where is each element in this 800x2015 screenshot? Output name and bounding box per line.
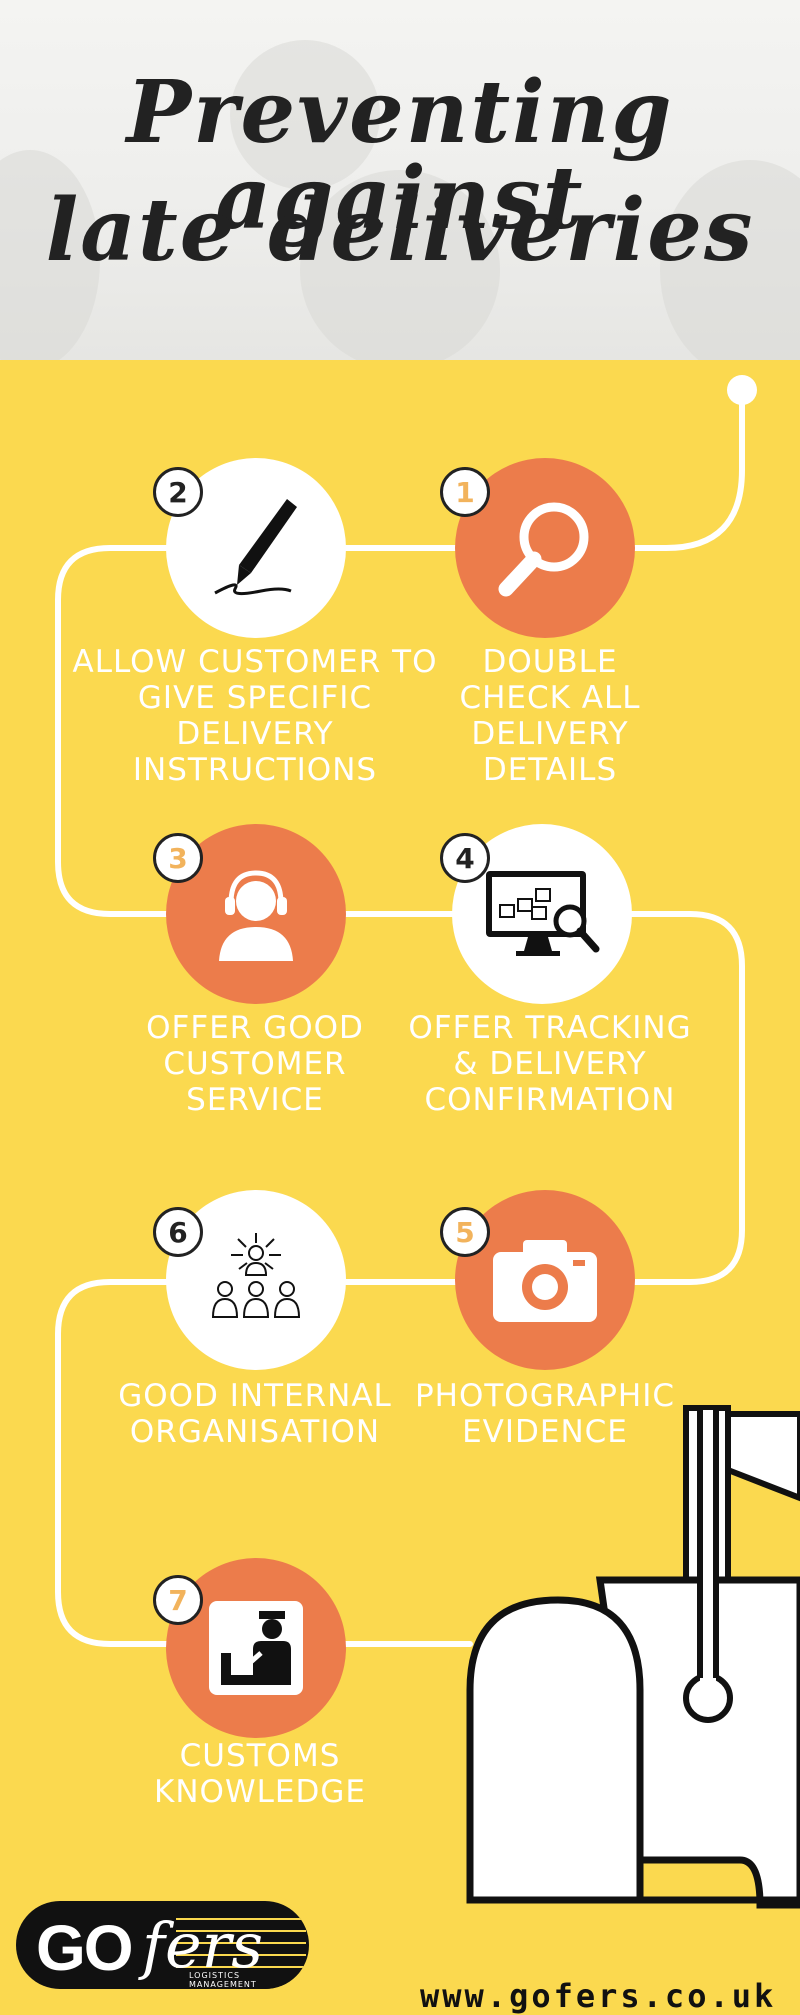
step-4-badge: 4 [440, 833, 490, 883]
title-line-2: late deliveries [45, 180, 755, 281]
header-banner: Preventing against late deliveries [0, 0, 800, 360]
team-organisation-icon [211, 1233, 301, 1318]
customs-officer-icon [209, 1601, 303, 1695]
headset-person-icon [219, 870, 293, 961]
step-3-badge: 3 [153, 833, 203, 883]
magnifying-glass-icon [498, 502, 589, 597]
logo-fers-text: fers [142, 1909, 264, 1982]
step-7-badge: 7 [153, 1575, 203, 1625]
camera-icon [493, 1240, 597, 1322]
step-2-badge: 2 [153, 467, 203, 517]
step-6-badge: 6 [153, 1207, 203, 1257]
mailbox-illustration [466, 1405, 800, 1909]
pen-signature-icon [214, 499, 297, 596]
monitor-tracking-icon [486, 871, 600, 956]
step-5-badge: 5 [440, 1207, 490, 1257]
logo-go-text: GO [36, 1912, 134, 1984]
logo-tagline: LOGISTICS MANAGEMENT [186, 1971, 309, 1989]
website-url: www.gofers.co.uk [420, 1977, 777, 2015]
title-line-1: Preventing against [126, 62, 674, 249]
gofers-logo: GO fers LOGISTICS MANAGEMENT [10, 1895, 315, 1995]
step-1-badge: 1 [440, 467, 490, 517]
